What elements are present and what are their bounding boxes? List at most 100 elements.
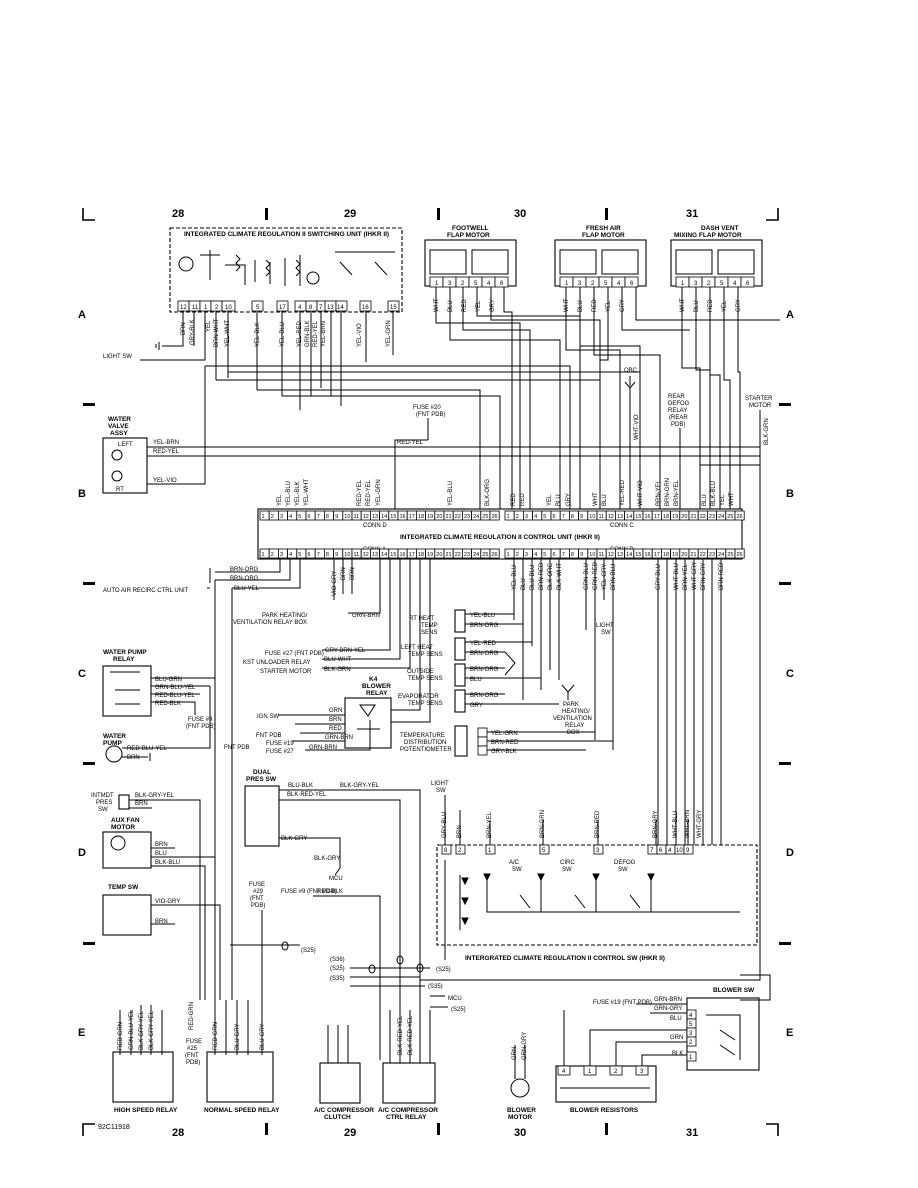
connector-pin-number: 16 [400, 552, 406, 558]
svg-text:GRY: GRY [566, 493, 572, 506]
svg-text:BLU-GRY: BLU-GRY [260, 1023, 266, 1050]
connector-pin-number: 11 [599, 514, 605, 520]
svg-text:WHT-VIO: WHT-VIO [638, 480, 644, 506]
svg-text:BRN-ORG: BRN-ORG [470, 667, 499, 673]
svg-text:WATER PUMP: WATER PUMP [103, 649, 147, 656]
connector-pin-number: 14 [381, 514, 387, 520]
svg-text:GRN-BRN: GRN-BRN [654, 997, 682, 1003]
svg-text:GRN-BLU-YEL: GRN-BLU-YEL [129, 1009, 135, 1050]
svg-text:BLK-GRN: BLK-GRN [764, 418, 770, 445]
svg-text:GRY: GRY [620, 299, 626, 312]
svg-text:AUX FAN: AUX FAN [111, 817, 140, 824]
dash-vent-flap-motor: DASH VENT MIXING FLAP MOTOR 1 3 2 5 4 6 … [670, 225, 763, 312]
svg-text:KST UNLOADER RELAY: KST UNLOADER RELAY [243, 660, 310, 666]
svg-text:STARTER MOTOR: STARTER MOTOR [260, 669, 312, 675]
svg-text:MOTOR: MOTOR [508, 1114, 532, 1121]
svg-text:WHT-VIO: WHT-VIO [634, 414, 640, 440]
svg-text:DEFOG: DEFOG [668, 401, 690, 407]
svg-text:YEL-VIO: YEL-VIO [357, 323, 363, 347]
svg-text:BLU: BLU [670, 1016, 682, 1022]
svg-text:GRY-BLU: GRY-BLU [656, 564, 662, 590]
auto-air-recirc-label: AUTO AIR RECIRC CTRL UNIT [103, 588, 189, 594]
connector-pin-number: 19 [672, 514, 678, 520]
connector-pin-number: 25 [727, 514, 733, 520]
svg-text:YEL: YEL [476, 300, 482, 312]
connector-pin-number: 8 [326, 514, 329, 520]
svg-text:BLU: BLU [578, 300, 584, 312]
connector-pin-number: 6 [308, 552, 311, 558]
svg-text:BLOWER: BLOWER [362, 683, 391, 690]
connector-pin-number: 2 [516, 552, 519, 558]
svg-text:WHT-BRN: WHT-BRN [685, 810, 691, 838]
svg-text:INTEGRATED CLIMATE REGULATION: INTEGRATED CLIMATE REGULATION II CONTROL… [400, 534, 600, 541]
row-label-e-right: E [786, 1027, 793, 1039]
connector-pin-number: 21 [691, 514, 697, 520]
connector-pin-number: 17 [654, 552, 660, 558]
connector-pin-number: 19 [427, 552, 433, 558]
svg-text:YEL-WHT: YEL-WHT [304, 479, 310, 506]
blower-switch: BLOWER SW FUSE #19 (FNT PDB) GRN-BRN GRN… [593, 974, 771, 1071]
svg-text:RED: RED [511, 493, 517, 506]
svg-text:RED-GRN: RED-GRN [118, 1022, 124, 1050]
svg-text:FOOTWELL: FOOTWELL [452, 225, 488, 232]
connector-pin-number: 1 [507, 552, 510, 558]
connector-pin-number: 1 [262, 552, 265, 558]
connector-pin-number: 7 [317, 514, 320, 520]
sw-pin-13: 13 [327, 305, 334, 311]
svg-text:1: 1 [435, 281, 439, 287]
svg-text:VIO-GRY: VIO-GRY [332, 571, 338, 596]
svg-text:GRY: GRY [736, 299, 742, 312]
connector-pin-number: 12 [608, 514, 614, 520]
svg-text:3: 3 [640, 1069, 644, 1075]
svg-text:A/C: A/C [509, 860, 520, 866]
svg-text:BLU: BLU [602, 494, 608, 506]
svg-text:1: 1 [588, 1069, 592, 1075]
svg-text:RED: RED [520, 493, 526, 506]
svg-text:PDB): PDB) [671, 422, 685, 428]
svg-text:BLK-GRY-YEL: BLK-GRY-YEL [340, 783, 380, 789]
svg-text:BRN-ORG: BRN-ORG [470, 623, 499, 629]
row-labels: A A B B C C D D E E [78, 309, 794, 1039]
svg-text:CIRC: CIRC [560, 860, 575, 866]
svg-text:FUSE #19 (FNT PDB): FUSE #19 (FNT PDB) [593, 1000, 652, 1006]
svg-text:(FNT: (FNT [185, 1053, 199, 1059]
row-label-b-right: B [786, 488, 794, 500]
svg-text:TEMP SENS: TEMP SENS [408, 701, 443, 707]
svg-text:4: 4 [689, 1013, 693, 1019]
svg-text:YEL-BLU: YEL-BLU [286, 481, 292, 506]
aux-fan-motor: AUX FAN MOTOR BRN BLU BLK-BLU [102, 817, 215, 1000]
row-label-c: C [78, 668, 86, 680]
svg-text:6: 6 [659, 848, 663, 854]
svg-text:7: 7 [650, 848, 654, 854]
svg-text:3: 3 [596, 848, 600, 854]
svg-text:RED: RED [329, 726, 342, 732]
svg-text:WHT: WHT [434, 298, 440, 312]
svg-text:RED-BLU-YEL: RED-BLU-YEL [155, 693, 195, 699]
svg-text:GRY: GRY [470, 703, 483, 709]
svg-text:PUMP: PUMP [103, 740, 122, 747]
svg-text:BRN-WHT: BRN-WHT [214, 318, 220, 347]
svg-text:BLK-BLU: BLK-BLU [155, 860, 180, 866]
sw-pin-15: 15 [390, 305, 397, 311]
connector-pin-number: 7 [317, 552, 320, 558]
svg-text:LEFT HEAT: LEFT HEAT [401, 645, 433, 651]
connector-pin-number: 17 [409, 514, 415, 520]
connector-pin-number: 13 [372, 514, 378, 520]
motor-harness [205, 287, 780, 510]
temp-distribution-pot: TEMPERATURE DISTRIBUTION POTENTIOMETER Y… [400, 725, 613, 757]
svg-text:BLOWER: BLOWER [507, 1107, 536, 1114]
svg-text:FNT PDB: FNT PDB [224, 745, 250, 751]
svg-text:9: 9 [686, 848, 690, 854]
svg-text:TEMP: TEMP [421, 623, 438, 629]
sw-pin-10: 10 [225, 305, 232, 311]
water-valve-assy: WATER VALVE ASSY LEFT RT YEL-BRN RED-YEL… [102, 366, 760, 494]
svg-text:GRN-BLU-YEL: GRN-BLU-YEL [155, 685, 196, 691]
svg-text:RED: RED [708, 299, 714, 312]
svg-text:BRN-GRY: BRN-GRY [701, 562, 707, 590]
svg-text:BRN: BRN [155, 842, 168, 848]
svg-text:HIGH SPEED RELAY: HIGH SPEED RELAY [114, 1107, 178, 1114]
connector-pin-number: 25 [482, 552, 488, 558]
svg-text:GRN-GRY: GRN-GRY [522, 1032, 528, 1060]
svg-text:RT HEAT: RT HEAT [409, 616, 434, 622]
svg-text:BLU: BLU [702, 494, 708, 506]
